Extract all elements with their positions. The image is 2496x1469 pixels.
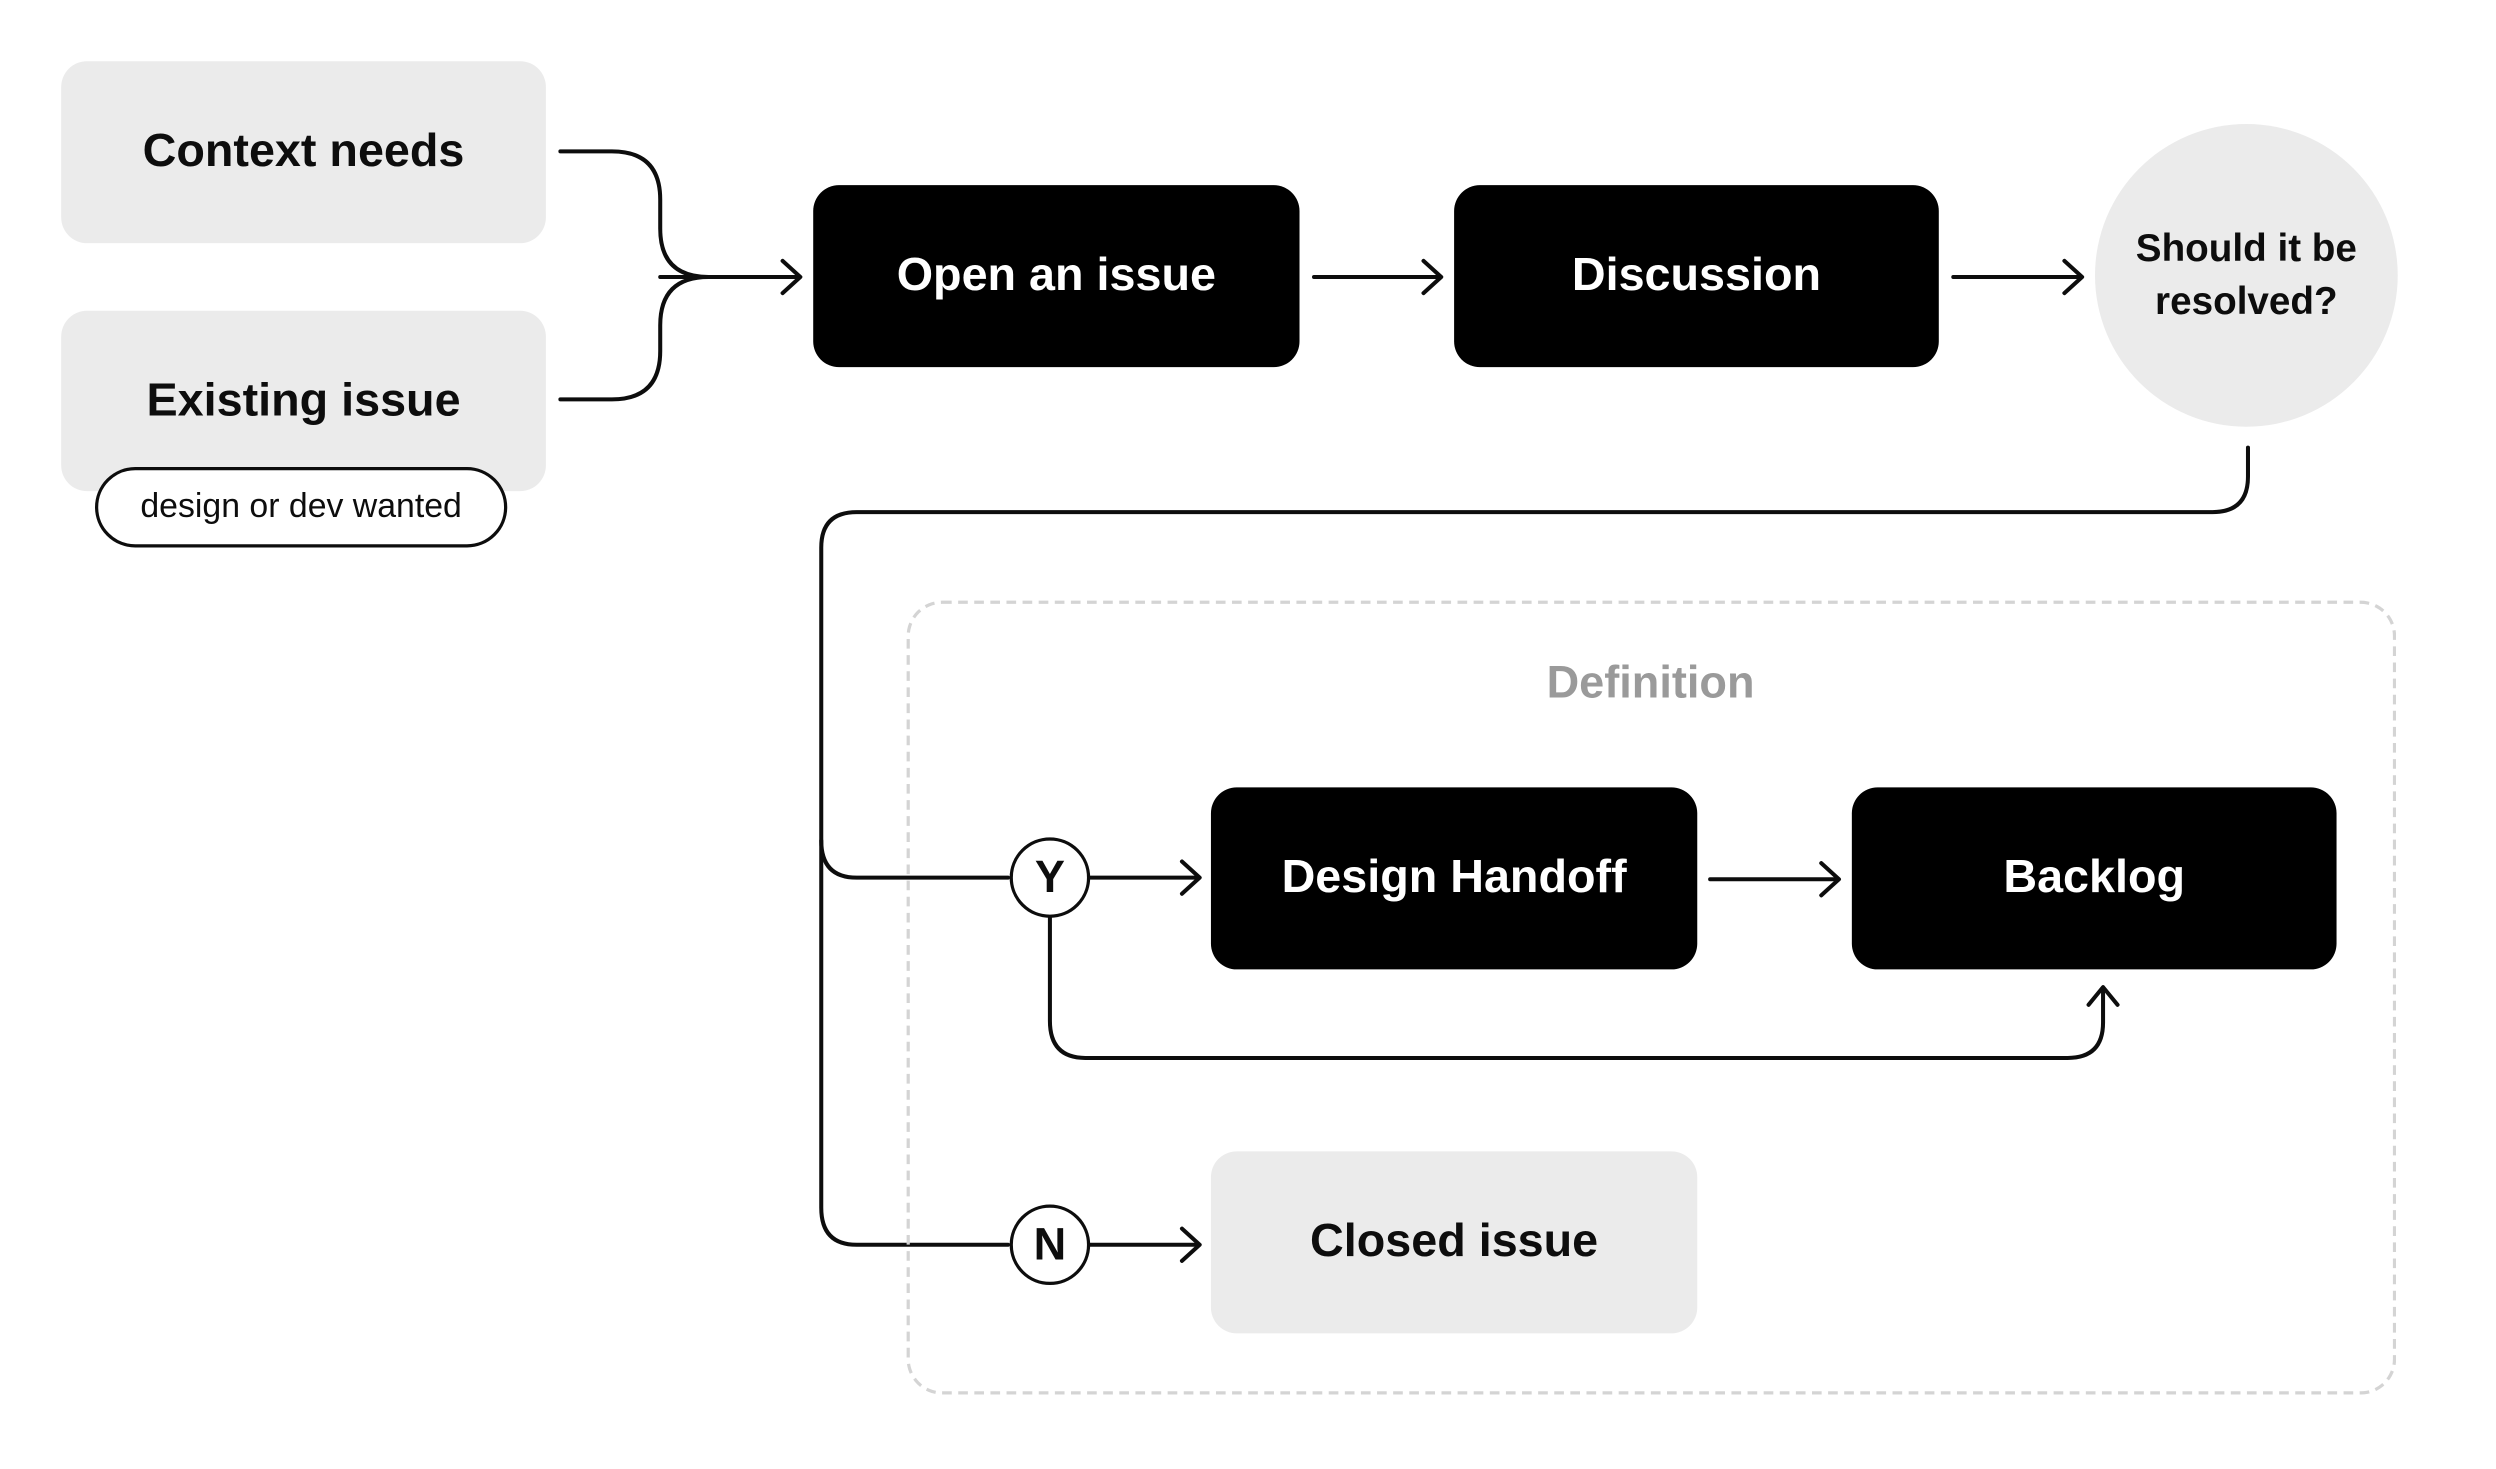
arrowhead-decision (2062, 258, 2085, 296)
branch-no-marker: N (1009, 1204, 1091, 1286)
node-design-handoff: Design Handoff (1210, 787, 1698, 970)
node-context-needs: Context needs (61, 61, 546, 244)
node-backlog: Backlog (1851, 787, 2337, 970)
branch-yes-marker: Y (1009, 837, 1091, 918)
arrowhead-closed (1179, 1226, 1202, 1263)
definition-group-title: Definition (1546, 657, 1755, 707)
connector-existing-issue (558, 274, 711, 402)
arrowhead-open-issue (780, 258, 803, 296)
arrowhead-handoff (1179, 859, 1202, 896)
node-existing-issue: Existing issue (61, 310, 546, 492)
connector-context-needs (558, 149, 711, 279)
arrowhead-discussion (1421, 258, 1444, 296)
definition-group (906, 600, 2397, 1395)
node-open-an-issue: Open an issue (813, 185, 1300, 368)
node-closed-issue: Closed issue (1210, 1151, 1698, 1334)
arrowhead-backlog-up (2086, 985, 2120, 1007)
connector-yes-skip-to-backlog (1047, 915, 2106, 1060)
tag-design-or-dev-wanted: design or dev wanted (95, 466, 508, 548)
node-discussion: Discussion (1454, 185, 1939, 368)
connector-decision-branch (819, 445, 2250, 1247)
connector-to-yes (819, 838, 1011, 880)
arrowhead-backlog (1819, 861, 1841, 898)
node-should-it-be-resolved: Should it be resolved? (2095, 123, 2398, 427)
